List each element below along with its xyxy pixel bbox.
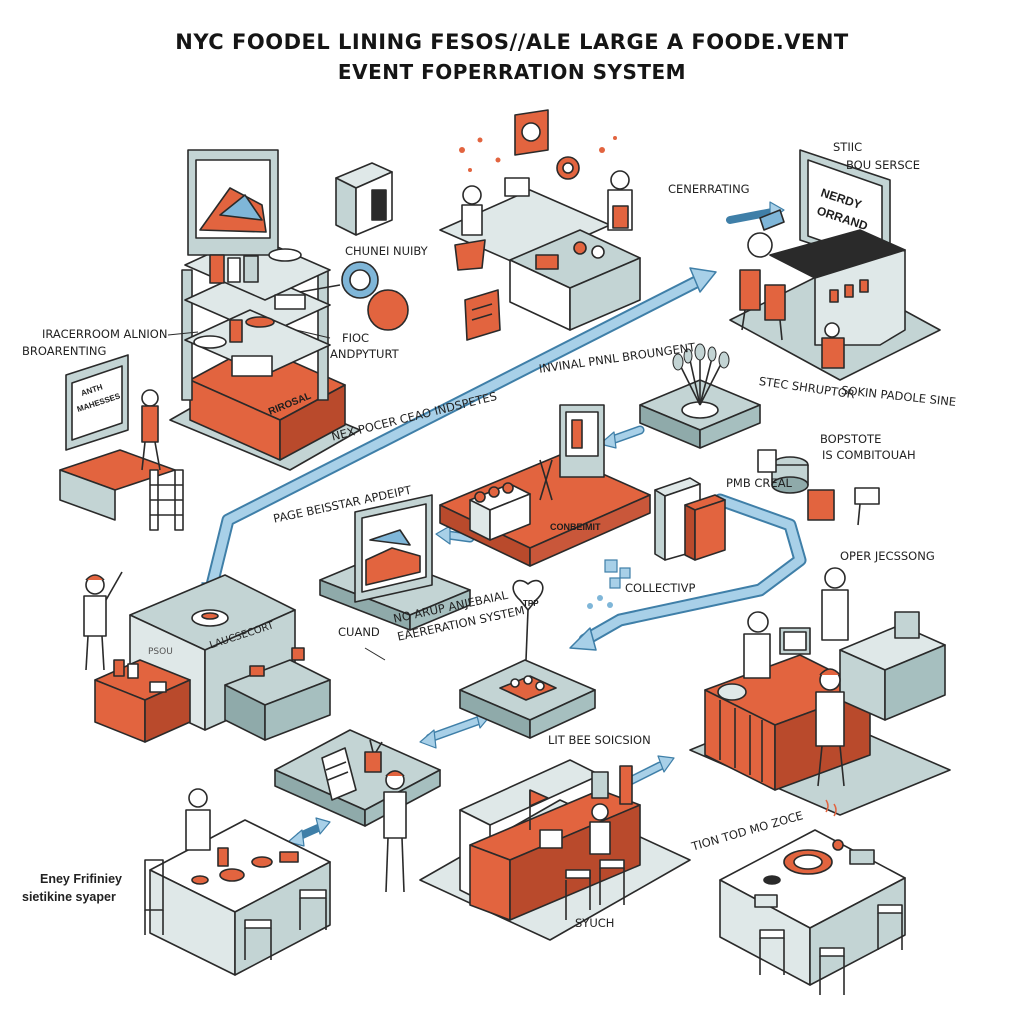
- leader-lines: [167, 329, 386, 661]
- label-lit-bee: LIT BEE SOICSION: [548, 733, 651, 747]
- left-kiosk: [59, 354, 184, 531]
- dining-table-left: [144, 788, 331, 976]
- monitor-table: [319, 494, 471, 631]
- platform-label: CONBEIMIT: [550, 522, 601, 532]
- label-bopstote-1: BOPSTOTE: [820, 432, 882, 446]
- data-cubes: [604, 559, 631, 589]
- label-eney-1: Eney Frifiniey: [40, 872, 122, 886]
- label-psou: PSOU: [148, 647, 173, 657]
- pos-devices: [299, 162, 409, 331]
- steam-marks: [825, 799, 837, 817]
- shelf-station: [169, 149, 361, 471]
- label-stiic: STIIC: [833, 140, 863, 154]
- label-syuch: SYUCH: [575, 916, 615, 930]
- label-iracerroom-1: IRACERROOM ALNION: [42, 327, 168, 341]
- label-pmb-creal: PMB CREAL: [726, 476, 792, 490]
- booth: [419, 759, 691, 941]
- plant-platform: [639, 355, 761, 449]
- dispenser-units: [654, 449, 880, 561]
- label-collectivp: COLLECTIVP: [625, 581, 696, 595]
- food-platform: [459, 579, 596, 739]
- tag-tpp: TPP: [523, 599, 539, 608]
- arrow-head-center: [569, 627, 597, 651]
- service-bar: [689, 567, 951, 816]
- easel-platform: [274, 729, 441, 893]
- title-line-2: EVENT FOPERRATION SYSTEM: [337, 60, 687, 84]
- label-andpyturt: ANDPYTURT: [330, 347, 399, 361]
- food-service-counter: [729, 149, 941, 381]
- sparkles: [459, 136, 617, 172]
- central-workstation: [439, 109, 641, 341]
- label-fioc: FIOC: [342, 331, 370, 345]
- dining-table-right: [719, 829, 906, 995]
- label-iracerroom-2: BROARENTING: [22, 344, 107, 358]
- orange-platform: [439, 404, 651, 567]
- dots: [587, 595, 613, 609]
- arrow-to-topright: [726, 208, 776, 224]
- label-operjecssong: OPER JECSSONG: [840, 549, 935, 563]
- label-eney-2: sietikine syaper: [22, 890, 116, 904]
- flow-arrows: [201, 201, 807, 847]
- arrow-head-top: [689, 267, 717, 293]
- label-chunei-nuby: CHUNEI NUIBY: [345, 244, 428, 258]
- title-line-1: NYC FOODEL LINING FESOS//ALE LARGE A FOO…: [175, 30, 849, 54]
- label-cuand: CUAND: [338, 625, 380, 639]
- bakery-station: [83, 571, 331, 743]
- label-bou-sersce: BOU SERSCE: [846, 158, 920, 172]
- plant-leaves: [672, 343, 730, 371]
- label-bopstote-2: IS COMBITOUAH: [822, 448, 916, 462]
- label-cenerating: CENERRATING: [668, 182, 750, 196]
